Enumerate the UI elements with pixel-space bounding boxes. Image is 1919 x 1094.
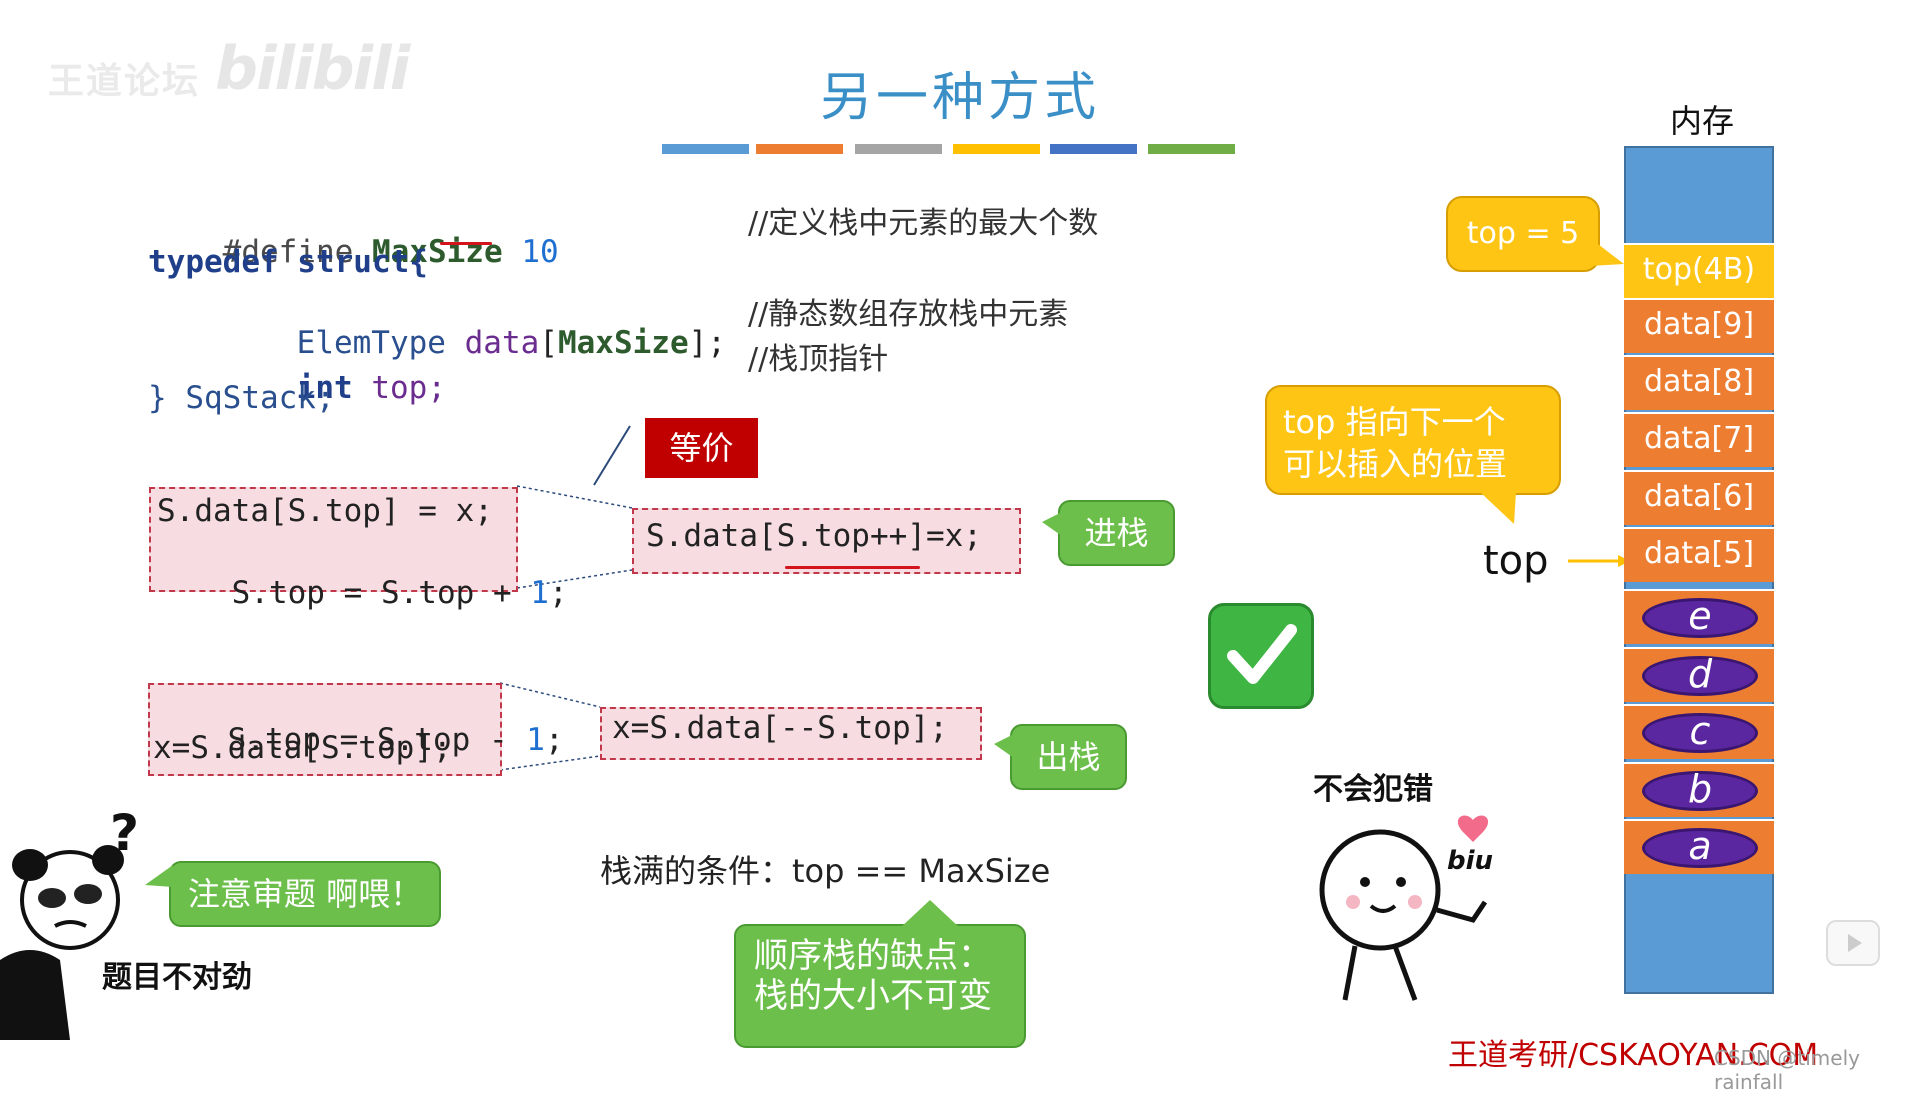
code-close-line: } SqStack; [148, 380, 335, 416]
memory-cell-data-9: data[9] [1624, 298, 1774, 353]
push-line-2-end: ; [548, 575, 568, 611]
code-top-line: int top; [222, 334, 446, 442]
watermark-top: 王道论坛 [48, 61, 201, 102]
pop-long-code-box [148, 683, 502, 776]
memory-top-cell: top(4B) [1624, 243, 1774, 298]
memory-cell-data-5: data[5] [1624, 527, 1774, 582]
code-define-line: #define MaxSize 10 [148, 198, 559, 306]
meme-caption: 题目不对劲 [102, 960, 252, 995]
stack-element-e: e [1642, 597, 1758, 638]
footer-credit: CSDN @timely rainfall [1714, 1046, 1860, 1094]
maxsize-ref: MaxSize [557, 325, 689, 361]
equiv-label: 等价 [645, 418, 758, 478]
pop-line-1: S.top = S.top - 1; [153, 686, 564, 794]
svg-text:?: ? [110, 810, 139, 862]
stack-element-a: a [1642, 827, 1758, 868]
push-short-code: S.data[S.top++]=x; [646, 518, 982, 554]
push-label-tail [1042, 512, 1062, 536]
top-value-bubble: top = 5 [1446, 196, 1600, 272]
drawback-line-2: 栈的大小不可变 [754, 976, 992, 1016]
footer-brand: 王道考研/CSKAOYAN.COM [1448, 1038, 1819, 1073]
check-glyph-icon [1227, 624, 1297, 684]
top-pointer-label: top [1483, 538, 1549, 584]
attention-bubble: 注意审题 啊喂！ [169, 861, 441, 927]
memory-cell-data-6: data[6] [1624, 470, 1774, 525]
push-label: 进栈 [1058, 500, 1175, 566]
stack-element-c: c [1642, 712, 1758, 753]
divider-bar-3 [855, 144, 942, 154]
panda-meme-icon: ? [0, 810, 139, 1040]
divider-bar-4 [953, 144, 1040, 154]
push-short-code-box [632, 508, 1021, 574]
top-next-bubble: top 指向下一个 可以插入的位置 [1265, 385, 1561, 495]
int-keyword: int [296, 370, 353, 406]
top-next-line-1: top 指向下一个 [1283, 403, 1506, 441]
play-button-icon[interactable] [1826, 920, 1880, 966]
divider-bar-1 [662, 144, 749, 154]
underline-top-increment [785, 566, 920, 569]
drawback-line-1: 顺序栈的缺点： [754, 936, 992, 976]
memory-header: 内存 [1670, 102, 1735, 140]
watermark-brand: bilibili [215, 34, 410, 104]
underline-maxsize-value [440, 242, 492, 245]
data-tail: ]; [688, 325, 726, 361]
stack-element-b: b [1642, 770, 1758, 811]
top-next-line-2: 可以插入的位置 [1283, 445, 1508, 483]
define-keyword: #define [222, 234, 354, 270]
define-value: 10 [521, 234, 559, 270]
comment-static-array: //静态数组存放栈中元素 [748, 297, 1069, 332]
pop-line-1-end: ; [544, 722, 564, 758]
pop-line-1-number: 1 [526, 722, 545, 758]
no-error-text: 不会犯错 [1313, 772, 1433, 807]
full-condition-text: 栈满的条件：top == MaxSize [600, 852, 1051, 890]
biu-text: biu [1447, 846, 1494, 876]
divider-bar-6 [1148, 144, 1235, 154]
attention-bubble-tail [145, 865, 173, 887]
define-name: MaxSize [371, 234, 503, 270]
pop-label: 出栈 [1010, 724, 1127, 790]
push-line-1: S.data[S.top] = x; [157, 493, 493, 529]
drawback-bubble: 顺序栈的缺点： 栈的大小不可变 [734, 924, 1026, 1048]
push-line-2-text: S.top = S.top + [231, 575, 531, 611]
memory-cell-data-7: data[7] [1624, 412, 1774, 467]
cartoon-character-icon [1319, 815, 1489, 1001]
pop-short-code-box [600, 707, 982, 760]
code-typedef-line: typedef struct{ [148, 244, 428, 280]
pop-label-tail [994, 734, 1014, 758]
divider-bar-2 [756, 144, 843, 154]
divider-bar-5 [1050, 144, 1137, 154]
top-next-bubble-tail [1480, 492, 1516, 524]
pop-line-1-text: S.top = S.top - [227, 722, 527, 758]
data-token: data [464, 325, 540, 361]
memory-cell-data-8: data[8] [1624, 355, 1774, 410]
push-line-2: S.top = S.top + 1; [157, 539, 568, 647]
comment-maxsize: //定义栈中元素的最大个数 [748, 206, 1099, 241]
check-mark-icon [1208, 603, 1314, 709]
slide-title: 另一种方式 [819, 68, 1100, 128]
comment-top-pointer: //栈顶指针 [748, 342, 889, 377]
push-long-code-box [149, 487, 518, 592]
pop-short-code: x=S.data[--S.top]; [612, 710, 948, 746]
pop-line-2: x=S.data[S.top]; [153, 730, 452, 766]
play-triangle-icon [1848, 934, 1862, 952]
elemtype-token: ElemType [296, 325, 446, 361]
top-token: top; [371, 370, 446, 406]
top-value-bubble-tail [1590, 238, 1624, 266]
code-data-line: ElemType data[MaxSize]; [296, 325, 726, 361]
push-line-2-number: 1 [530, 575, 549, 611]
stack-element-d: d [1642, 655, 1758, 696]
drawback-bubble-tail [900, 900, 960, 928]
